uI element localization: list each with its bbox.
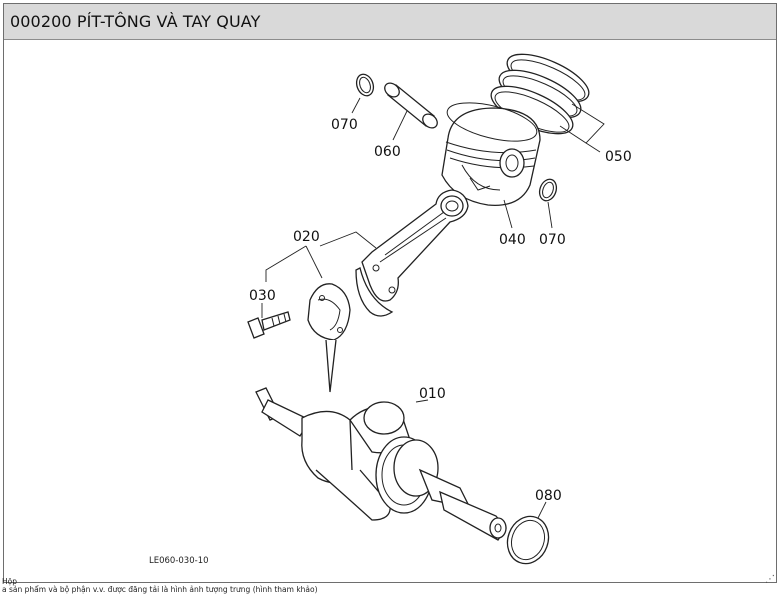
snap-ring-070-left[interactable] bbox=[354, 72, 377, 98]
panel-header: 000200 PÍT-TÔNG VÀ TAY QUAY bbox=[4, 4, 776, 40]
piston-040[interactable] bbox=[441, 95, 541, 206]
label-080[interactable]: 080 bbox=[535, 488, 562, 504]
label-010[interactable]: 010 bbox=[419, 386, 446, 402]
label-050[interactable]: 050 bbox=[605, 149, 632, 165]
label-030[interactable]: 030 bbox=[249, 288, 276, 304]
footer-line-1: Hộp bbox=[2, 578, 17, 586]
o-ring-080[interactable] bbox=[501, 511, 555, 570]
label-070-left[interactable]: 070 bbox=[331, 117, 358, 133]
label-040[interactable]: 040 bbox=[499, 232, 526, 248]
page-title: 000200 PÍT-TÔNG VÀ TAY QUAY bbox=[10, 12, 261, 31]
connecting-rod-020[interactable] bbox=[355, 189, 469, 317]
connecting-rod-bolt-030[interactable] bbox=[247, 311, 291, 339]
snap-ring-070-right[interactable] bbox=[537, 177, 560, 203]
footer-note: Hộp a sản phẩm và bộ phận v.v. được đăng… bbox=[2, 578, 502, 594]
piston-pin-060[interactable] bbox=[382, 80, 440, 130]
resize-grip-icon[interactable]: ⋰ bbox=[765, 574, 775, 585]
diagram-code: LE060-030-10 bbox=[149, 556, 209, 566]
crankshaft-010[interactable] bbox=[255, 387, 507, 541]
label-060[interactable]: 060 bbox=[374, 144, 401, 160]
footer-line-2: a sản phẩm và bộ phận v.v. được đăng tải… bbox=[2, 585, 318, 594]
label-070-right[interactable]: 070 bbox=[539, 232, 566, 248]
connecting-rod-cap-020[interactable] bbox=[307, 283, 351, 393]
label-020[interactable]: 020 bbox=[293, 229, 320, 245]
piston-rings-050[interactable] bbox=[485, 45, 595, 144]
